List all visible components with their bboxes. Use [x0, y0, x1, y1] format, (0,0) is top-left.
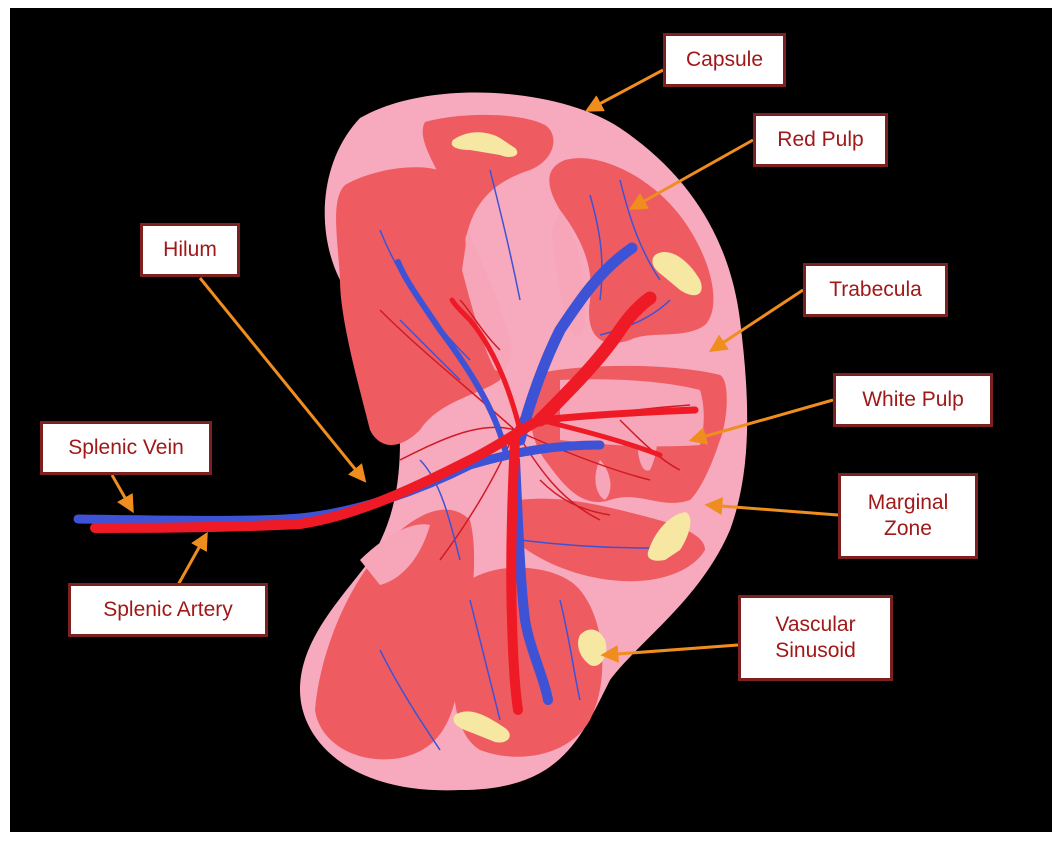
label-white-pulp: White Pulp [833, 373, 993, 427]
label-red-pulp: Red Pulp [753, 113, 888, 167]
label-splenic-artery: Splenic Artery [68, 583, 268, 637]
label-capsule: Capsule [663, 33, 786, 87]
label-trabecula: Trabecula [803, 263, 948, 317]
label-vascular-sinusoid: Vascular Sinusoid [738, 595, 893, 681]
label-hilum: Hilum [140, 223, 240, 277]
label-splenic-vein: Splenic Vein [40, 421, 212, 475]
label-marginal-zone: Marginal Zone [838, 473, 978, 559]
